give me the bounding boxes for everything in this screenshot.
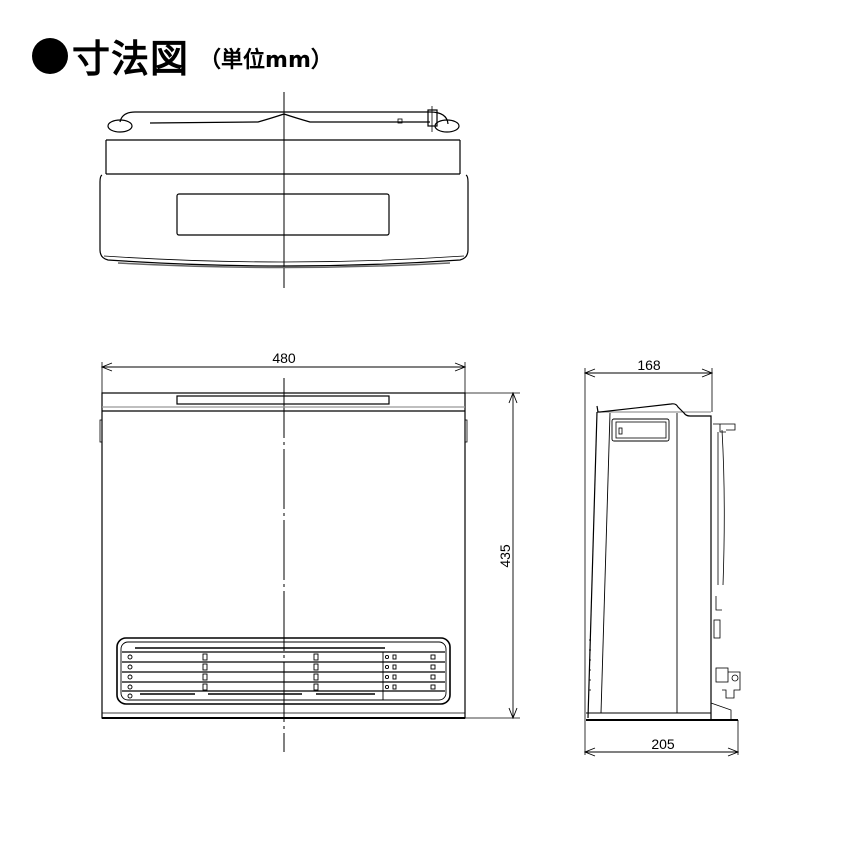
top-view: [99, 92, 469, 288]
side-top-outline: [596, 403, 712, 720]
drawing-title: 寸法図 （単位mm）: [32, 28, 333, 83]
top-display-window: [176, 193, 390, 236]
side-view: 168 205: [583, 357, 741, 757]
height-label: 435: [497, 544, 513, 568]
side-front-edge: [587, 411, 598, 719]
unit-label: （単位mm）: [199, 47, 333, 73]
front-grille: [116, 637, 451, 705]
side-control-panel: [611, 418, 670, 442]
bullet-icon: [32, 37, 68, 74]
front-top-slot: [176, 395, 390, 405]
top-body-sides: [105, 140, 461, 174]
top-body-front: [99, 174, 469, 267]
width-label: 480: [272, 350, 296, 366]
top-handle-outline: [119, 111, 449, 125]
title-text: 寸法図: [72, 37, 190, 81]
left-knob: [107, 119, 133, 133]
depth-body-label: 168: [637, 357, 661, 373]
depth-total-label: 205: [651, 736, 675, 752]
top-handle-inner: [149, 113, 430, 124]
right-knob: [434, 119, 460, 133]
front-view: 480 435: [99, 350, 520, 752]
valve-fitting: [427, 109, 438, 127]
